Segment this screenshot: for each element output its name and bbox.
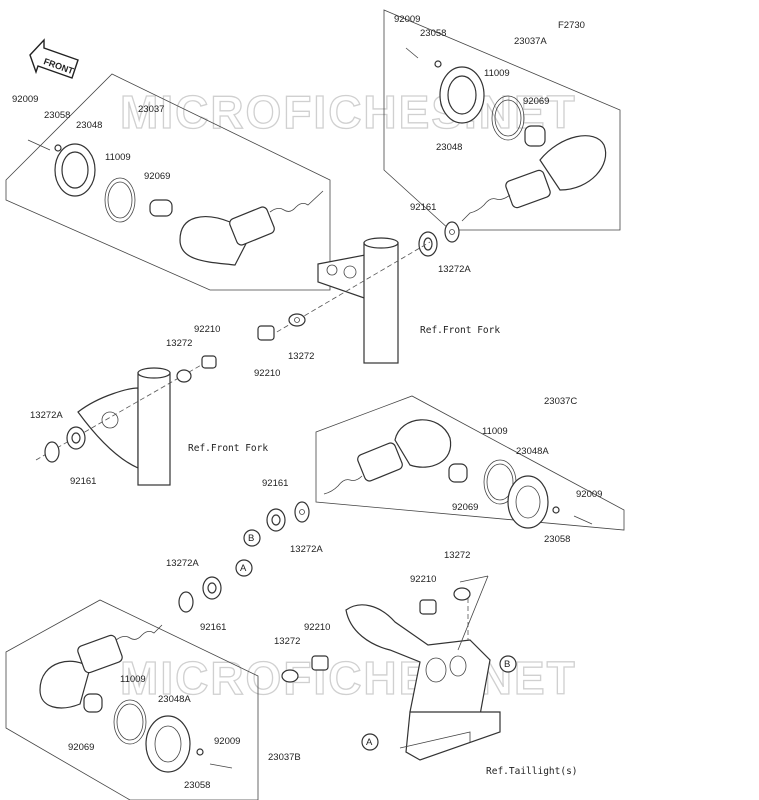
label-13272a-ur: 13272A	[438, 264, 471, 275]
label-23048-ul: 23048	[76, 120, 102, 131]
mount-hardware-mid: B	[243, 501, 310, 547]
label-92161-left: 92161	[70, 476, 96, 487]
label-92009-ll: 92009	[214, 736, 240, 747]
label-23037a: 23037A	[514, 36, 547, 47]
watermark-top: MICROFICHES.NET	[120, 86, 577, 138]
nut-92210-rear	[281, 587, 471, 683]
watermark-bottom: MICROFICHES.NET	[120, 652, 577, 704]
label-92210-rear-left: 92210	[304, 622, 330, 633]
label-11009-mid: 11009	[482, 426, 508, 437]
front-fork-upper	[269, 237, 431, 364]
mount-hardware-upper-right	[418, 221, 460, 257]
label-13272a-mid: 13272A	[290, 544, 323, 555]
label-92161-mid: 92161	[262, 478, 288, 489]
turn-signal-front-left	[27, 139, 324, 266]
figure-code: F2730	[558, 20, 585, 31]
label-11009-ll: 11009	[120, 674, 146, 685]
label-23058-ll: 23058	[184, 780, 210, 791]
label-23037: 23037	[138, 104, 164, 115]
mount-hardware-lower-left: A	[178, 559, 253, 613]
label-92009-ur: 92009	[394, 14, 420, 25]
nut-92210-upper	[257, 313, 306, 341]
label-92210-left: 92210	[194, 324, 220, 335]
label-13272-rear-left: 13272	[274, 636, 300, 647]
label-23037b: 23037B	[268, 752, 301, 763]
ref-front-fork-lower: Ref.Front Fork	[188, 443, 268, 454]
label-13272-rear-top: 13272	[444, 550, 470, 561]
label-11009-ul: 11009	[105, 152, 131, 163]
ref-front-fork-upper: Ref.Front Fork	[420, 325, 500, 336]
assembly-23037-box	[5, 73, 331, 291]
label-92009-ul: 92009	[12, 94, 38, 105]
marker-a-upper: A	[240, 563, 247, 574]
turn-signal-rear-left	[39, 624, 233, 773]
label-13272a-left: 13272A	[30, 410, 63, 421]
marker-b-mid: B	[248, 533, 254, 544]
label-92161-ur: 92161	[410, 202, 436, 213]
label-13272a-ll: 13272A	[166, 558, 199, 569]
label-13272-uc: 13272	[288, 351, 314, 362]
front-fork-left	[35, 359, 211, 486]
turn-signal-front-right	[405, 47, 607, 222]
label-23037c: 23037C	[544, 396, 577, 407]
label-23058-ur: 23058	[420, 28, 446, 39]
mount-hardware-left	[44, 426, 86, 463]
label-92069-ul: 92069	[144, 171, 170, 182]
ref-taillight: Ref.Taillight(s)	[486, 766, 578, 777]
marker-b-lower: B	[504, 659, 510, 670]
label-11009-ur: 11009	[484, 68, 510, 79]
label-13272-left: 13272	[166, 338, 192, 349]
label-23048-ur: 23048	[436, 142, 462, 153]
assembly-23037b-box	[5, 599, 259, 800]
label-23058-mid: 23058	[544, 534, 570, 545]
rear-bracket: B A	[345, 575, 517, 761]
label-23058-ul: 23058	[44, 110, 70, 121]
assembly-23037c-box	[315, 395, 625, 531]
front-arrow-icon: FRONT	[29, 38, 79, 79]
label-92161-ll: 92161	[200, 622, 226, 633]
label-92210-rear-top: 92210	[410, 574, 436, 585]
label-92069-ur: 92069	[523, 96, 549, 107]
assembly-23037a-box	[383, 9, 621, 231]
label-23048a-ll: 23048A	[158, 694, 191, 705]
label-92009-mid: 92009	[576, 489, 602, 500]
marker-a-lower: A	[366, 737, 373, 748]
label-23048a-mid: 23048A	[516, 446, 549, 457]
label-92069-mid: 92069	[452, 502, 478, 513]
label-92069-ll: 92069	[68, 742, 94, 753]
turn-signal-rear-right	[323, 419, 593, 529]
label-92210-uc: 92210	[254, 368, 280, 379]
nut-92210-left	[176, 355, 217, 383]
